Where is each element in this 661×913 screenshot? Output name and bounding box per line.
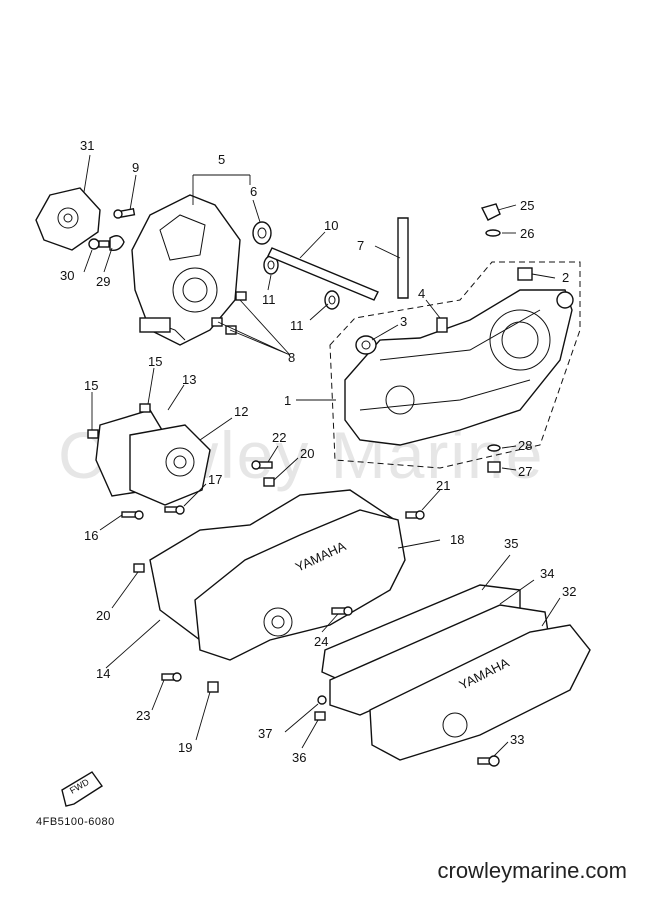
- part-25-cap: [480, 203, 501, 221]
- fwd-arrow-icon: FWD: [61, 771, 103, 807]
- callout-25: 25: [520, 198, 534, 213]
- callout-26: 26: [520, 226, 534, 241]
- callout-20-lower: 20: [96, 608, 110, 623]
- leader-lines: [83, 154, 561, 757]
- part-16-bolt: [121, 510, 144, 520]
- part-11-seal-lower: [324, 290, 340, 310]
- part-17-bolt: [164, 505, 185, 515]
- callout-28: 28: [518, 438, 532, 453]
- callout-11-upper: 11: [262, 292, 276, 307]
- part-29-clip: [109, 235, 125, 252]
- callout-17: 17: [208, 472, 222, 487]
- callout-4: 4: [418, 286, 425, 301]
- callout-3: 3: [400, 314, 407, 329]
- part-23-bolt: [161, 672, 182, 682]
- callout-5: 5: [218, 152, 225, 167]
- callout-2: 2: [562, 270, 569, 285]
- callout-22: 22: [272, 430, 286, 445]
- part-7-tube: [397, 217, 409, 299]
- part-2-plug: [517, 267, 533, 281]
- callout-15-upper: 15: [148, 354, 162, 369]
- part-21-bolt: [405, 510, 425, 520]
- part-24-bolt: [331, 606, 353, 616]
- site-footer: crowleymarine.com: [437, 858, 628, 883]
- callout-labels: 31 9 5 6 10 11 11 8 7 4 3 2 25 26 1 28 2…: [60, 138, 576, 765]
- callout-15-lower: 15: [84, 378, 98, 393]
- part-20-dowel-lower: [133, 563, 145, 573]
- callout-13: 13: [182, 372, 196, 387]
- callout-18: 18: [450, 532, 464, 547]
- callout-7: 7: [357, 238, 364, 253]
- part-36-seal: [314, 711, 326, 721]
- callout-30: 30: [60, 268, 74, 283]
- callout-9: 9: [132, 160, 139, 175]
- callout-6: 6: [250, 184, 257, 199]
- callout-16: 16: [84, 528, 98, 543]
- callout-27: 27: [518, 464, 532, 479]
- callout-10: 10: [324, 218, 338, 233]
- part-1-crankcase-right: [329, 261, 581, 469]
- part-18-crankcase-cover: YAMAHA: [194, 509, 406, 661]
- part-3-bearing: [355, 335, 377, 355]
- part-30-bolt: [88, 238, 110, 250]
- part-27-drain-bolt: [487, 461, 501, 473]
- callout-31: 31: [80, 138, 94, 153]
- part-5-crankcase-left: [131, 194, 241, 346]
- callout-19: 19: [178, 740, 192, 755]
- part-33-bolt: [477, 755, 500, 767]
- callout-14: 14: [96, 666, 110, 681]
- callout-12: 12: [234, 404, 248, 419]
- part-20-dowel-upper: [263, 477, 275, 487]
- callout-35: 35: [504, 536, 518, 551]
- part-22-bolt: [251, 460, 273, 470]
- callout-8: 8: [288, 350, 295, 365]
- part-37-grommet: [317, 695, 327, 705]
- callout-23: 23: [136, 708, 150, 723]
- callout-37: 37: [258, 726, 272, 741]
- callout-11-lower: 11: [290, 318, 304, 333]
- callout-33: 33: [510, 732, 524, 747]
- callout-1: 1: [284, 393, 291, 408]
- callout-21: 21: [436, 478, 450, 493]
- part-10-shaft: [267, 247, 379, 301]
- callout-32: 32: [562, 584, 576, 599]
- part-26-oring: [485, 229, 501, 237]
- callout-36: 36: [292, 750, 306, 765]
- part-15-dowels: [87, 403, 151, 439]
- part-19-dowel: [207, 681, 219, 693]
- callout-24: 24: [314, 634, 328, 649]
- part-28-washer: [487, 444, 501, 452]
- part-4-fitting: [436, 317, 448, 333]
- callout-20-upper: 20: [300, 446, 314, 461]
- diagram-code: 4FB5100-6080: [36, 816, 115, 828]
- callout-34: 34: [540, 566, 554, 581]
- part-31-gasket-plate: [35, 187, 101, 251]
- part-9-bolt: [113, 208, 136, 219]
- callout-29: 29: [96, 274, 110, 289]
- part-12-cover-assembly: [129, 424, 211, 506]
- part-6-bearing: [252, 221, 272, 245]
